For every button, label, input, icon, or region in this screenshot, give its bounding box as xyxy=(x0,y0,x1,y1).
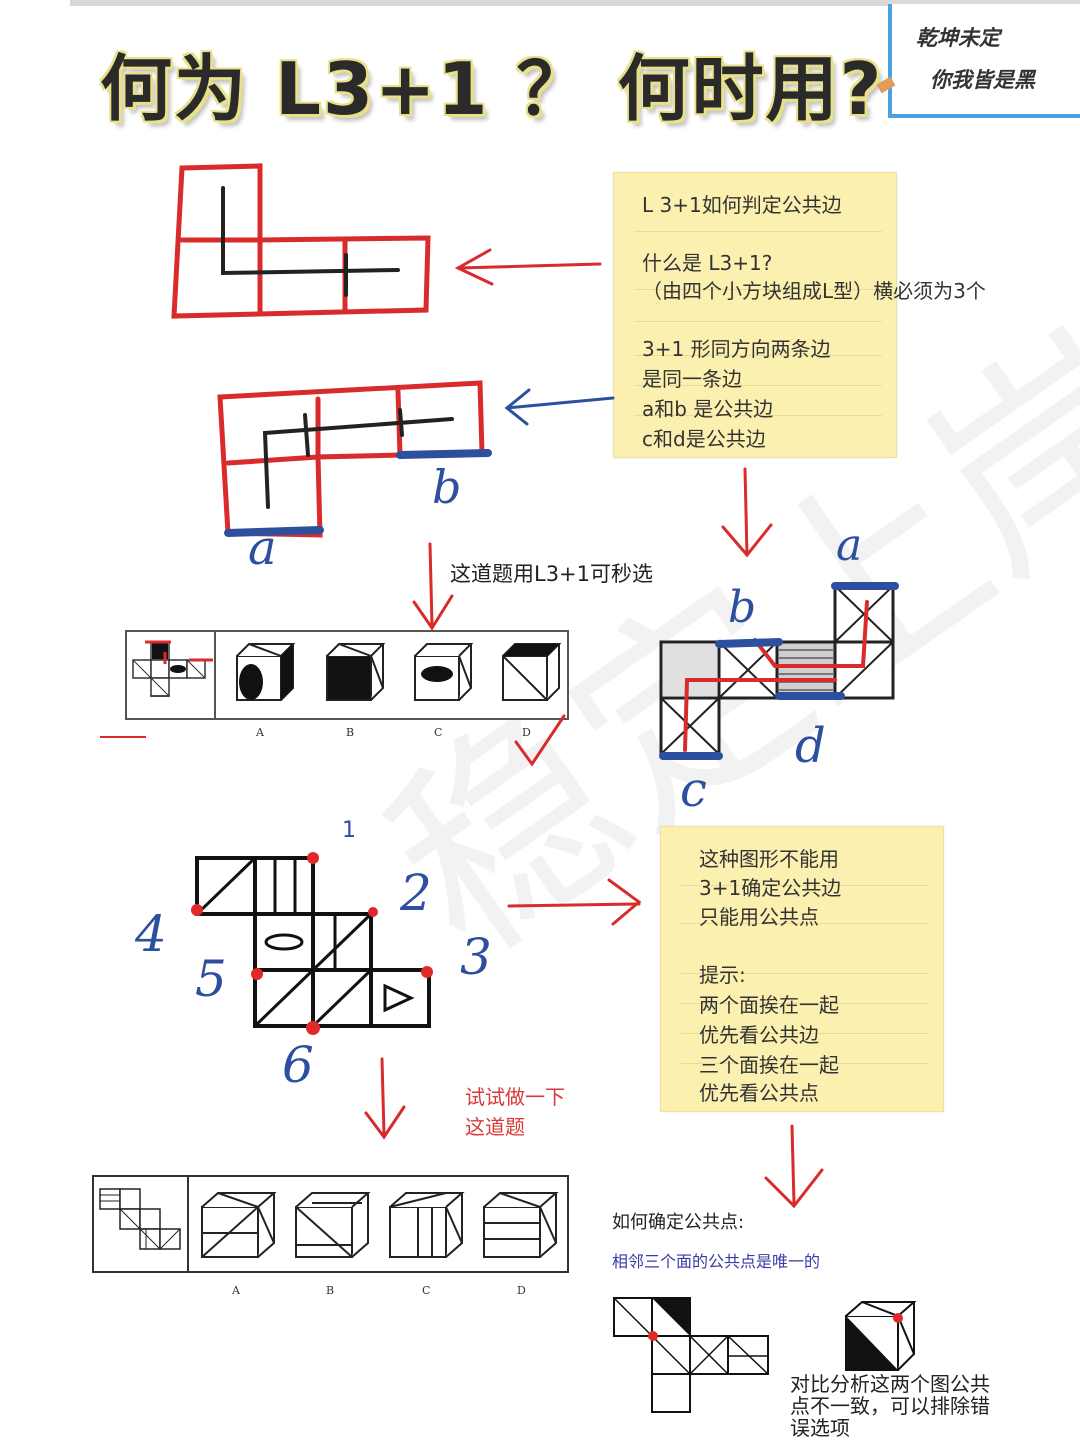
q1-option-b[interactable]: B xyxy=(346,726,355,739)
point-label-5: 5 xyxy=(195,950,227,1008)
note2-line-6: 优先看公共边 xyxy=(699,1023,819,1047)
l-shape-edges-diagram xyxy=(217,380,492,538)
note-l3-definition: L 3+1如何判定公共边 什么是 L3+1? （由四个小方块组成L型）横必须为3… xyxy=(613,172,986,458)
q1-option-d[interactable]: D xyxy=(522,726,531,739)
point-label-4: 4 xyxy=(135,905,167,963)
point-label-6: 6 xyxy=(282,1036,314,1094)
cube-common-point-diagram xyxy=(845,1301,917,1371)
compare-text-2: 点不一致，可以排除错 xyxy=(790,1394,990,1418)
note1-line-3: （由四个小方块组成L型）横必须为3个 xyxy=(642,279,986,303)
point-label-2: 2 xyxy=(400,864,432,922)
q2-hint-1: 试试做一下 xyxy=(465,1085,565,1109)
arrow-left-red-1 xyxy=(454,248,602,286)
label-b-1: b xyxy=(432,460,462,514)
note1-line-5: 是同一条边 xyxy=(642,367,742,391)
compare-text-1: 对比分析这两个图公共 xyxy=(790,1372,990,1396)
arrow-down-red-1 xyxy=(721,467,773,558)
q1-hint: 这道题用L3+1可秒选 xyxy=(450,562,654,586)
corner-line-1: 乾坤未定 xyxy=(916,26,1000,50)
q2-option-c[interactable]: C xyxy=(422,1284,431,1297)
page-title: 何为 L3+1 ？ 何时用? xyxy=(100,47,884,131)
red-underline xyxy=(100,736,146,738)
checkmark-icon xyxy=(514,714,566,767)
common-point-subtitle: 相邻三个面的公共点是唯一的 xyxy=(612,1252,821,1271)
arrow-right-red xyxy=(507,878,642,926)
q1-option-a[interactable]: A xyxy=(256,726,264,739)
arrow-down-red-2 xyxy=(412,542,454,631)
corner-line-2: 你我皆是黑 xyxy=(930,68,1035,92)
note1-line-6: a和b 是公共边 xyxy=(642,397,774,421)
q2-question-strip xyxy=(92,1175,569,1273)
q2-option-a[interactable]: A xyxy=(232,1284,240,1297)
arrow-left-blue xyxy=(504,388,615,426)
note1-line-4: 3+1 形同方向两条边 xyxy=(642,337,831,361)
q2-hint-2: 这道题 xyxy=(465,1115,525,1139)
cube-net-abcd xyxy=(659,582,899,760)
label-a-2: a xyxy=(836,520,863,571)
note2-line-8: 优先看公共点 xyxy=(699,1081,819,1105)
common-point-heading: 如何确定公共点: xyxy=(612,1212,745,1233)
point-label-1: 1 xyxy=(342,818,356,843)
arrow-down-red-3 xyxy=(364,1057,406,1140)
net-common-point-diagram xyxy=(613,1297,769,1413)
label-b-2: b xyxy=(728,582,757,633)
q1-question-strip xyxy=(125,630,569,720)
note2-line-1: 这种图形不能用 xyxy=(699,847,839,871)
q1-option-c[interactable]: C xyxy=(434,726,443,739)
point-label-3: 3 xyxy=(460,928,492,986)
note-common-point: 这种图形不能用 3+1确定公共边 只能用公共点 提示: 两个面挨在一起 优先看公… xyxy=(660,826,944,1112)
note2-line-7: 三个面挨在一起 xyxy=(699,1053,839,1077)
q2-option-d[interactable]: D xyxy=(517,1284,526,1297)
note2-line-4: 提示: xyxy=(699,963,746,987)
corner-card: 乾坤未定 你我皆是黑 xyxy=(888,4,1080,118)
note1-line-2: 什么是 L3+1? xyxy=(642,251,773,275)
q2-option-b[interactable]: B xyxy=(326,1284,335,1297)
note1-line-1: L 3+1如何判定公共边 xyxy=(642,193,842,217)
note1-line-7: c和d是公共边 xyxy=(642,427,766,451)
note2-line-2: 3+1确定公共边 xyxy=(699,876,842,900)
label-a-1: a xyxy=(248,520,277,576)
note2-line-5: 两个面挨在一起 xyxy=(699,993,839,1017)
arrow-down-red-4 xyxy=(764,1124,824,1209)
top-divider xyxy=(70,0,1080,6)
label-c: c xyxy=(680,762,707,818)
cube-net-points xyxy=(191,852,433,1035)
label-d: d xyxy=(795,718,826,774)
note2-line-3: 只能用公共点 xyxy=(699,905,819,929)
compare-text-3: 误选项 xyxy=(790,1416,850,1440)
l-shape-diagram xyxy=(171,163,431,319)
